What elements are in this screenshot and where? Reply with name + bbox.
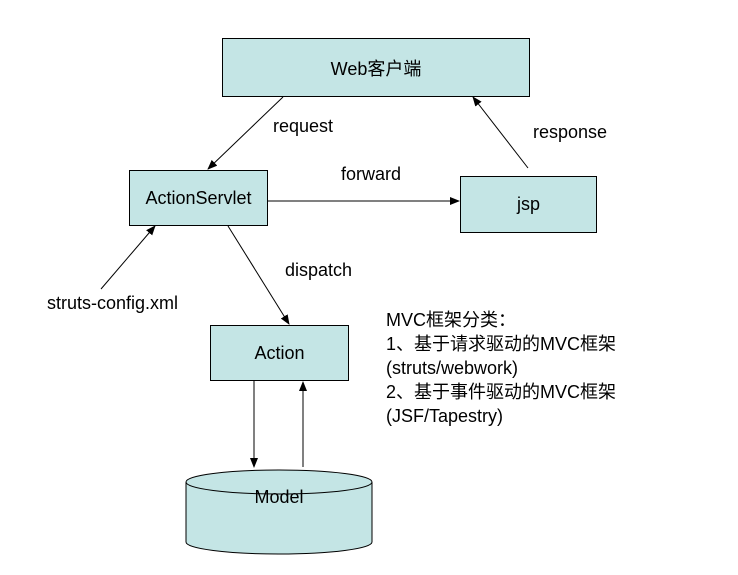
action-servlet-box: ActionServlet — [129, 170, 268, 226]
model-cylinder — [185, 469, 373, 555]
model-label: Model — [254, 487, 304, 507]
mvc-notes: MVC框架分类： 1、基于请求驱动的MVC框架 (struts/webwork)… — [386, 308, 616, 428]
notes-item2: 2、基于事件驱动的MVC框架 — [386, 382, 617, 402]
web-client-label: Web客户端 — [330, 58, 422, 79]
response-arrow — [472, 96, 529, 169]
request-label: request — [273, 116, 334, 136]
dispatch-label: dispatch — [285, 260, 353, 280]
config-arrow — [100, 225, 156, 290]
jsp-box: jsp — [460, 176, 597, 233]
notes-item1: 1、基于请求驱动的MVC框架 — [386, 334, 617, 354]
response-label: response — [533, 122, 608, 142]
struts-config-label: struts-config.xml — [47, 293, 179, 313]
action-box: Action — [210, 325, 349, 381]
notes-item2-examples: (JSF/Tapestry) — [386, 406, 504, 426]
notes-title: MVC框架分类： — [386, 310, 516, 330]
notes-item1-examples: (struts/webwork) — [386, 358, 519, 378]
request-arrow — [207, 96, 284, 170]
dispatch-arrow — [227, 225, 290, 325]
action-label: Action — [254, 342, 305, 363]
action-servlet-label: ActionServlet — [145, 187, 252, 208]
forward-label: forward — [341, 164, 402, 184]
jsp-label: jsp — [516, 194, 540, 214]
web-client-box: Web客户端 — [222, 38, 530, 97]
